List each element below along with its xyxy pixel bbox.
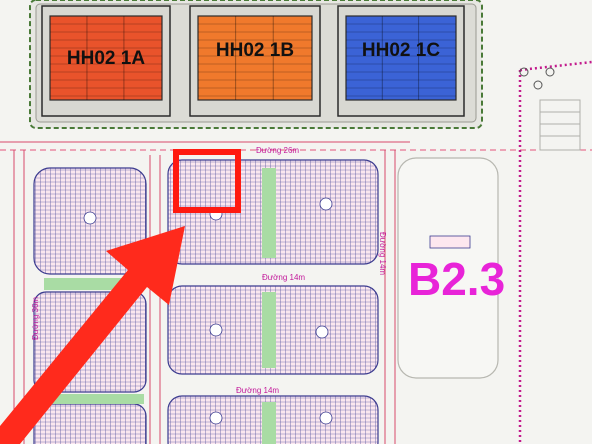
building-label-hh02-1b: HH02 1B bbox=[216, 40, 294, 61]
building-hh02-1b[interactable] bbox=[189, 5, 321, 117]
road-label-west: Đường 36m bbox=[31, 297, 40, 340]
parcel-b2-3-label-box bbox=[429, 235, 471, 249]
east-facade-lines bbox=[539, 99, 581, 151]
lot-blocks bbox=[33, 159, 379, 444]
road-label-middle: Đường 14m bbox=[262, 273, 305, 282]
building-hh02-1c[interactable] bbox=[337, 5, 465, 117]
road-outlines bbox=[0, 141, 410, 444]
parcel-b2-3[interactable] bbox=[397, 157, 499, 379]
building-hh02-1a[interactable] bbox=[41, 5, 171, 117]
pointer-arrow bbox=[0, 226, 185, 444]
building-floor-lines bbox=[50, 16, 456, 100]
building-label-hh02-1c: HH02 1C bbox=[362, 40, 440, 61]
building-label-hh02-1a: HH02 1A bbox=[67, 48, 145, 69]
road-label-east: Đường 14m bbox=[378, 232, 387, 275]
boundary-line bbox=[518, 60, 592, 444]
road-label-top: Đường 26m bbox=[256, 146, 299, 155]
highlight-box[interactable] bbox=[173, 149, 241, 213]
lot-block bbox=[33, 403, 147, 444]
zone-label-b2-3: B2.3 bbox=[408, 253, 505, 305]
road-label-lower: Đường 14m bbox=[236, 386, 279, 395]
